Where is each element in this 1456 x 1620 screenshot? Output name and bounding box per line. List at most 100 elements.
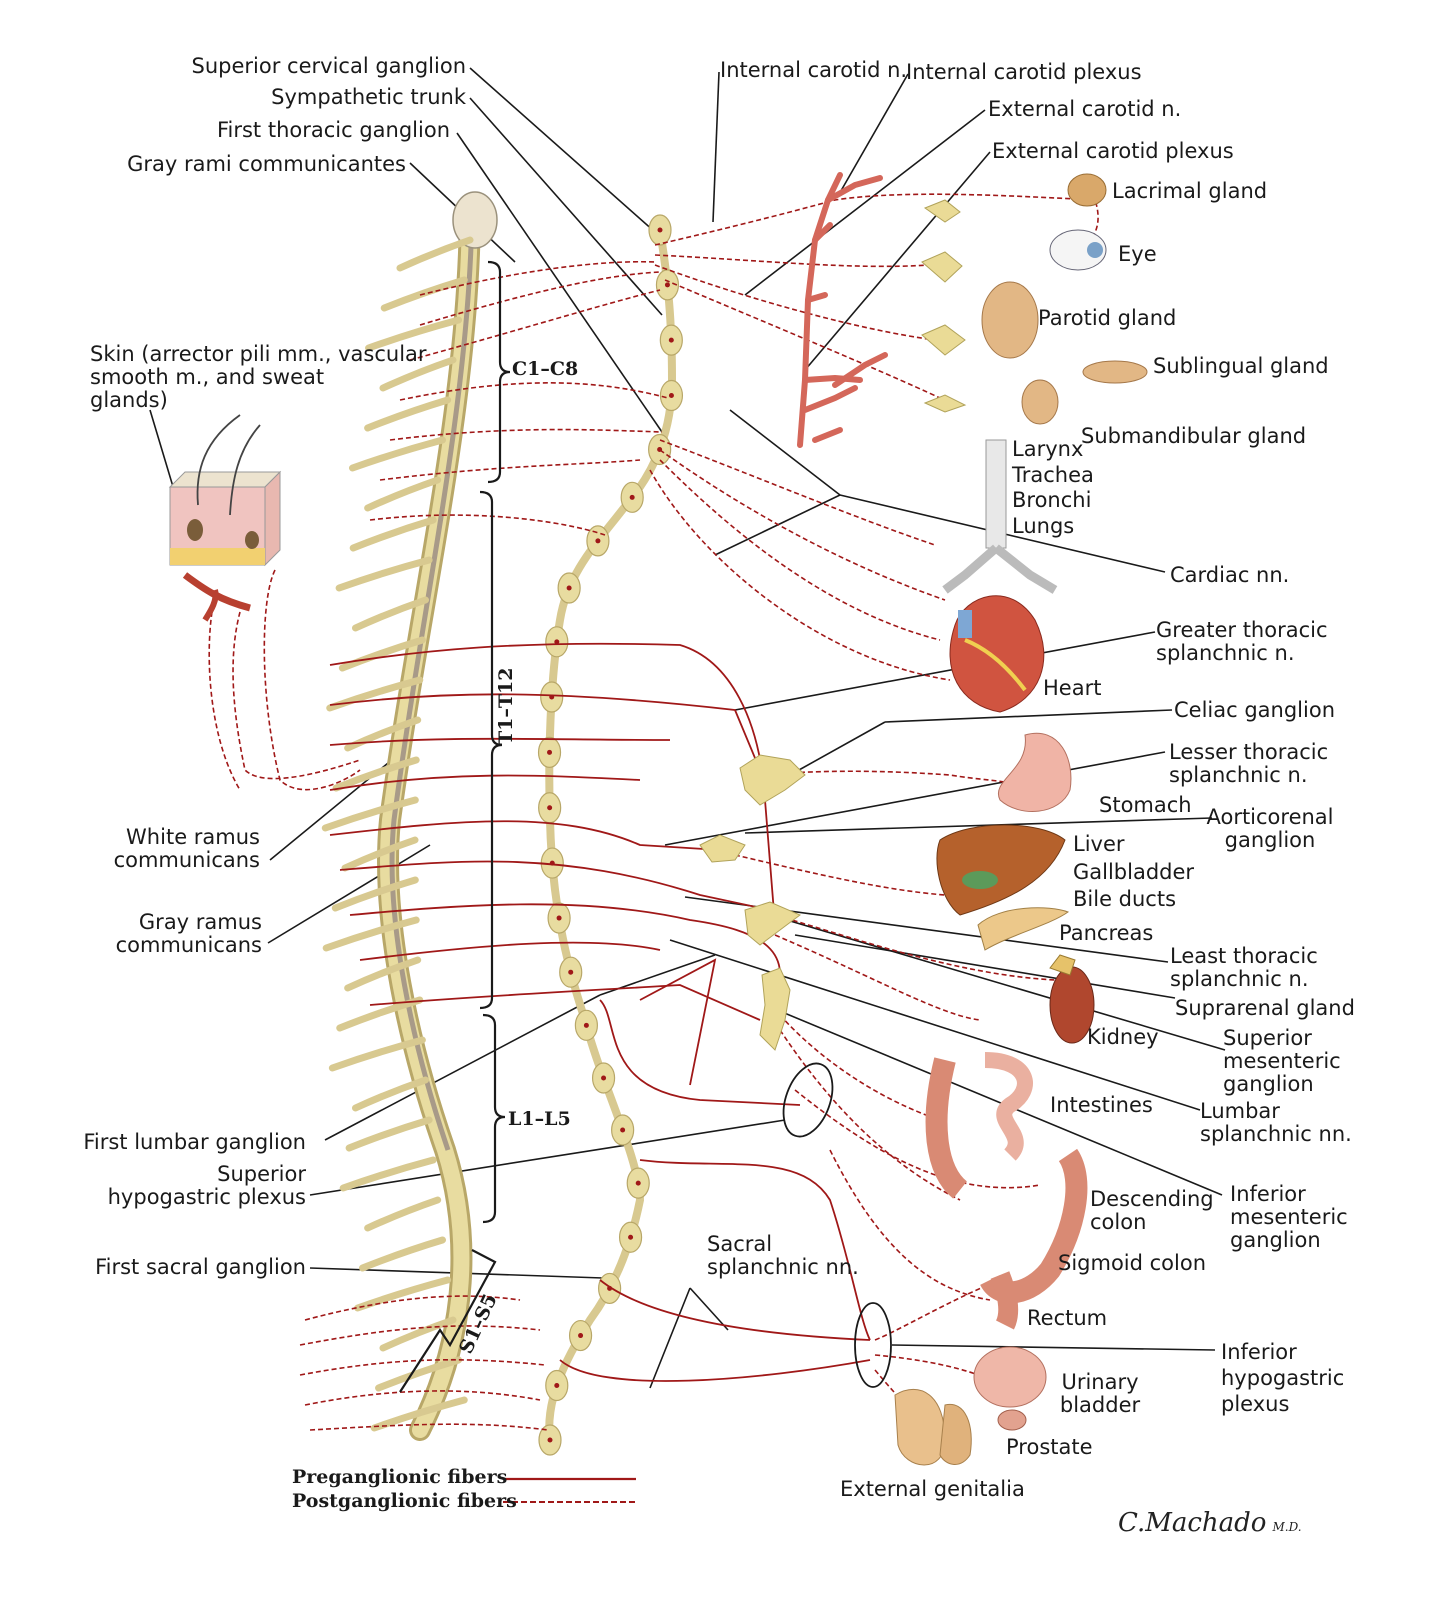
- rectum-shape: [990, 1271, 1019, 1330]
- spinal-nerve-root-2: [380, 276, 468, 312]
- label-least-thoracic-splanchnic-line-2: splanchnic n.: [1170, 967, 1309, 991]
- synapse-dot-11: [547, 749, 553, 755]
- postganglionic-fiber-12: [659, 439, 936, 546]
- preganglionic-fiber-3: [329, 737, 671, 746]
- spinal-nerve-root-3: [365, 316, 463, 352]
- synapse-dot-6: [629, 494, 635, 500]
- preganglionic-fiber-1: [329, 642, 776, 926]
- label-celiac-ganglion: Celiac ganglion: [1174, 698, 1336, 722]
- label-lacrimal-gland: Lacrimal gland: [1112, 179, 1268, 203]
- spinal-nerve-root-18: [322, 916, 420, 952]
- leader-line-2: [469, 97, 663, 316]
- leader-line-8: [804, 151, 991, 371]
- segment-braces: [399, 260, 511, 1393]
- spinal-nerve-root-27: [354, 1276, 452, 1312]
- postganglionic-fiber-3: [654, 264, 936, 341]
- label-sublingual-gland: Sublingual gland: [1153, 354, 1329, 378]
- aorticorenal-ganglion-shape: [699, 834, 746, 863]
- leader-line-16: [664, 751, 1166, 846]
- label-least-thoracic-splanchnic: Least thoracic splanchnic n.: [1170, 945, 1318, 991]
- label-first-sacral-ganglion: First sacral ganglion: [95, 1255, 306, 1279]
- synapse-dot-12: [547, 805, 553, 811]
- postganglionic-fiber-2: [654, 254, 931, 268]
- postganglionic-fiber-19: [759, 770, 1021, 786]
- spinal-nerve-root-16: [341, 836, 419, 872]
- leader-line-23: [269, 744, 411, 861]
- legend-preganglionic-label: Preganglionic fibers: [292, 1466, 508, 1488]
- label-aorticorenal-ganglion: Aorticorenal ganglion: [1205, 806, 1335, 852]
- lacrimal-gland-shape: [1067, 173, 1107, 207]
- heart-shape: [949, 595, 1045, 713]
- label-white-ramus-communicans: White ramus communicans: [114, 826, 260, 872]
- label-gray-rami-communicantes: Gray rami communicantes: [127, 152, 406, 176]
- synapse-dot-14: [556, 915, 562, 921]
- spinal-nerve-root-4: [379, 356, 457, 392]
- label-kidney: Kidney: [1087, 1025, 1159, 1049]
- label-suprarenal-gland: Suprarenal gland: [1175, 996, 1355, 1020]
- eye-shape: [1049, 229, 1107, 271]
- label-pancreas: Pancreas: [1059, 921, 1154, 945]
- postganglionic-fiber-13: [659, 449, 946, 601]
- label-descending-colon: Descending colon: [1090, 1188, 1214, 1234]
- label-first-lumbar-ganglion: First lumbar ganglion: [83, 1130, 306, 1154]
- postganglionic-fiber-6: [419, 271, 661, 326]
- leader-line-25: [324, 994, 601, 1141]
- intestines-shape: [925, 1052, 1033, 1199]
- preganglionic-fiber-14: [639, 958, 717, 1086]
- label-inferior-hypogastric-plexus-line-2: hypogastric: [1221, 1366, 1345, 1390]
- postganglionic-fiber-25: [794, 1089, 1041, 1189]
- label-urinary-bladder-line-1: Urinary: [1061, 1370, 1139, 1394]
- label-inferior-mesenteric-ganglion-line-1: Inferior: [1230, 1182, 1306, 1206]
- synapse-dot-4: [668, 393, 674, 399]
- label-intestines: Intestines: [1050, 1093, 1153, 1117]
- label-lumbar-splanchnic-nn-line-1: Lumbar: [1200, 1099, 1280, 1123]
- spinal-nerve-root-13: [344, 716, 422, 752]
- label-liver: Liver: [1073, 832, 1125, 856]
- synapse-dot-22: [578, 1333, 584, 1339]
- leader-line-21: [669, 939, 1201, 1111]
- preganglionic-fiber-9: [369, 984, 761, 1021]
- label-liver-group: Liver Gallbladder Bile ducts: [1073, 831, 1194, 914]
- signature-suffix: M.D.: [1272, 1520, 1302, 1534]
- signature-name: C.Machado: [1118, 1508, 1267, 1538]
- leader-line-31: [891, 1344, 1216, 1351]
- prostate-shape: [997, 1409, 1027, 1431]
- celiac-ganglion-shape: [739, 754, 806, 806]
- label-external-carotid-n: External carotid n.: [988, 97, 1182, 121]
- synapse-dot-8: [566, 585, 572, 591]
- label-gallbladder: Gallbladder: [1073, 859, 1195, 884]
- postganglionic-fiber-11: [369, 514, 606, 536]
- label-skin-line-2: smooth m., and sweat: [90, 365, 325, 389]
- postganglionic-fiber-34: [309, 1423, 549, 1431]
- label-gray-ramus-line-1: Gray ramus: [138, 910, 262, 934]
- label-superior-mesenteric-ganglion-line-3: ganglion: [1223, 1072, 1314, 1096]
- postganglionic-fiber-17: [232, 611, 361, 780]
- spinal-nerve-root-26: [359, 1236, 446, 1272]
- stomach-shape: [997, 732, 1072, 812]
- leader-line-20: [769, 914, 1226, 1051]
- leader-line-15: [789, 721, 886, 776]
- synapse-dot-20: [628, 1234, 634, 1240]
- label-superior-mesenteric-ganglion-line-1: Superior: [1223, 1026, 1312, 1050]
- spinal-nerve-root-25: [364, 1196, 442, 1232]
- spinal-nerve-root-23: [345, 1116, 433, 1152]
- postganglionic-fiber-33: [304, 1390, 541, 1406]
- label-lumbar-splanchnic-nn-line-2: splanchnic nn.: [1200, 1122, 1352, 1146]
- label-trachea: Trachea: [1012, 462, 1094, 487]
- spinal-nerve-root-14: [332, 756, 420, 792]
- label-eye: Eye: [1118, 242, 1157, 266]
- label-skin: Skin (arrector pili mm., vascular smooth…: [90, 343, 427, 412]
- postganglionic-fiber-21: [784, 917, 1056, 981]
- label-descending-colon-line-1: Descending: [1090, 1187, 1214, 1211]
- synapse-dot-16: [583, 1022, 589, 1028]
- superior-hypogastric-plexus-circle: [782, 1062, 834, 1138]
- label-gray-ramus-line-2: communicans: [115, 933, 262, 957]
- label-rectum: Rectum: [1027, 1306, 1108, 1330]
- spinal-nerve-root-28: [379, 1316, 457, 1352]
- spinal-nerve-root-17: [331, 876, 419, 912]
- label-skin-line-1: Skin (arrector pili mm., vascular: [90, 342, 427, 366]
- preganglionic-fiber-10: [599, 999, 801, 1106]
- spinal-nerve-root-7: [364, 476, 442, 512]
- leader-line-12: [729, 409, 841, 496]
- label-heart: Heart: [1043, 676, 1102, 700]
